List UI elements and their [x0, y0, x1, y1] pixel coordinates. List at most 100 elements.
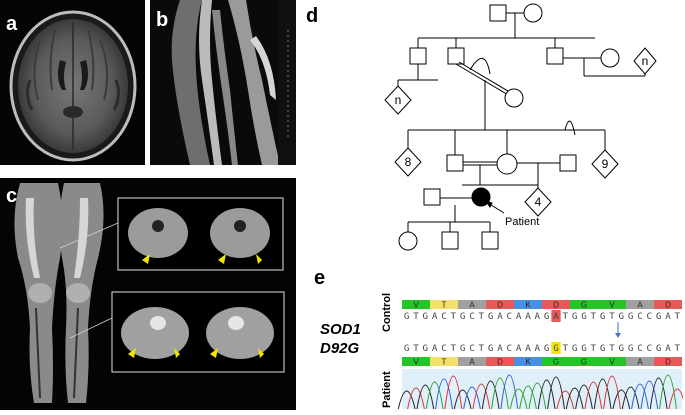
mutation-highlight [551, 342, 561, 354]
gene-label: SOD1 D92G [320, 320, 361, 358]
amino-acid-letter: G [581, 358, 587, 367]
base-letter: G [553, 343, 559, 354]
base-letter: T [479, 343, 485, 354]
pedigree-sibship-diamond [384, 85, 412, 115]
trace-peak [621, 386, 640, 410]
amino-acid-cell [542, 300, 570, 309]
trace-peak [640, 380, 659, 410]
trace-peak [649, 377, 668, 410]
amino-acid-letter: D [497, 301, 503, 310]
amino-acid-cell [458, 300, 486, 309]
amino-acid-letter: D [665, 301, 671, 310]
trace-peak [491, 377, 509, 410]
amino-acid-cell [598, 300, 626, 309]
arrow-marker [128, 348, 136, 358]
trace-peak [481, 380, 500, 410]
trace-peak [631, 383, 649, 410]
amino-acid-cell [654, 357, 682, 366]
brain-axial-mri: a [0, 0, 145, 165]
lower-limb-mri: c [0, 178, 296, 410]
base-letter: T [609, 311, 615, 322]
lower-limb-mri-image [14, 183, 285, 403]
trace-peak [453, 389, 472, 410]
base-letter: C [637, 311, 643, 322]
base-letter: A [432, 311, 438, 322]
base-letter: T [563, 343, 569, 354]
pedigree-count-eight: 8 [405, 155, 412, 169]
base-letter: A [525, 311, 531, 322]
amino-acid-letter: A [637, 358, 643, 367]
amino-acid-cell [402, 300, 430, 309]
mutation-highlight [551, 310, 561, 322]
pedigree-male [559, 154, 577, 172]
amino-acid-cell [486, 357, 514, 366]
base-letter: C [507, 311, 513, 322]
pedigree-chart: n n 8 9 4 Patient [384, 3, 657, 251]
base-letter: T [413, 343, 419, 354]
trace-peak [500, 374, 519, 410]
pedigree-male [489, 4, 507, 22]
arrow-marker [218, 254, 226, 264]
base-letter: G [404, 311, 410, 322]
base-letter: A [525, 343, 531, 354]
amino-acid-letter: V [413, 301, 419, 310]
base-letter: G [572, 343, 578, 354]
base-letter: A [516, 343, 522, 354]
amino-acid-letter: D [553, 301, 559, 310]
amino-acid-letter: A [469, 301, 475, 310]
base-letter: G [619, 311, 625, 322]
trace-peak [603, 375, 621, 410]
pedigree-male [409, 47, 427, 65]
panel-label-c: c [6, 185, 18, 207]
amino-acid-cell [430, 300, 458, 309]
base-letter: C [441, 311, 447, 322]
patient-seq-label: Patient [381, 371, 393, 408]
base-letter: G [656, 311, 662, 322]
trace-peak [397, 390, 416, 410]
pedigree-count-n-right: n [642, 54, 649, 68]
base-letter: T [563, 311, 569, 322]
base-letter: G [619, 343, 625, 354]
pedigree-female [496, 153, 518, 175]
panel-label-a: a [6, 13, 18, 35]
base-letter: G [600, 343, 606, 354]
base-letter: G [628, 343, 634, 354]
amino-acid-cell [654, 300, 682, 309]
pedigree-count-four: 4 [535, 195, 542, 209]
base-letter: T [609, 343, 615, 354]
panel-label-e: e [314, 267, 326, 289]
trace-peak [659, 374, 677, 410]
amino-acid-cell [626, 357, 654, 366]
amino-acid-cell [514, 357, 542, 366]
pedigree-male [447, 47, 465, 65]
base-letter: G [423, 311, 429, 322]
amino-acid-cell [570, 357, 598, 366]
base-letter: C [637, 343, 643, 354]
trace-peak [612, 389, 631, 410]
amino-acid-cell [458, 357, 486, 366]
base-letter: A [665, 311, 671, 322]
trace-peak [519, 385, 537, 410]
base-letter: A [535, 343, 541, 354]
base-letter: G [656, 343, 662, 354]
pedigree-male [441, 231, 459, 250]
mutation-name: D92G [320, 340, 360, 357]
amino-acid-cell [626, 300, 654, 309]
pedigree-count-nine: 9 [602, 157, 609, 171]
control-label: Control [381, 293, 393, 332]
amino-acid-letter: A [637, 301, 643, 310]
base-letter: G [544, 311, 550, 322]
base-letter: C [507, 343, 513, 354]
pedigree-sibship-diamond [591, 149, 619, 179]
trace-peak [407, 387, 425, 410]
base-letter: G [572, 311, 578, 322]
base-letter: T [479, 311, 485, 322]
pedigree-sibship-diamond [633, 47, 657, 75]
pedigree-male [446, 154, 464, 172]
spine-sagittal-mri: b [150, 0, 296, 165]
amino-acid-letter: D [665, 358, 671, 367]
brain-axial-mri-image [9, 10, 137, 162]
